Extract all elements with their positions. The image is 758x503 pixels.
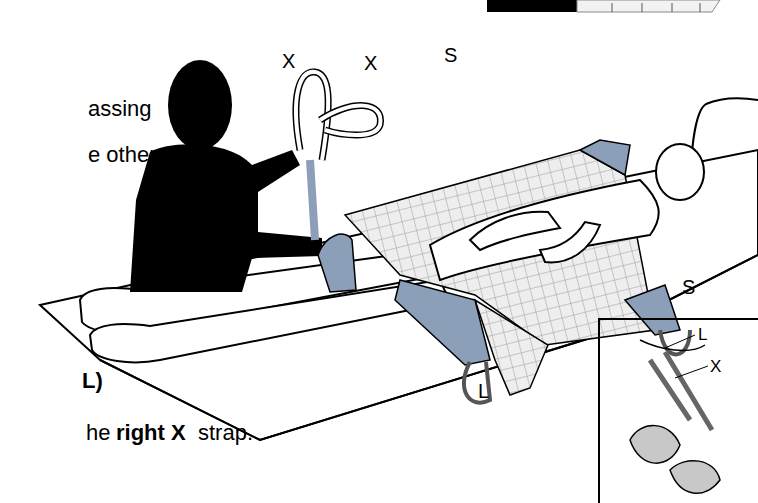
illustration-part [318,234,356,292]
illustration-part [90,280,450,362]
illustration-part [168,60,232,150]
patient-body [430,144,704,280]
illustration-part [612,3,700,12]
illustration-part [320,106,380,135]
instruction-text: L) [82,368,103,394]
instruction-text: e other. [88,142,161,168]
instruction-text: strap. [198,420,253,446]
illustration-part [430,180,659,280]
illustration-part [630,426,680,464]
bed [40,98,758,440]
leader-line [665,335,695,348]
illustration-part [310,160,315,240]
caregiver-silhouette [130,60,322,292]
strap-label: X [282,50,295,72]
illustration-part [577,0,720,12]
illustration-part [580,140,630,175]
inset-label: L [698,326,707,344]
inset-drawing [630,340,720,493]
sling [345,140,690,403]
illustration-part [487,0,577,12]
illustration-part [650,352,712,430]
illustration-part [395,280,490,365]
strap-label: X [364,52,377,74]
illustration-part [540,222,600,262]
instruction-text: assing [88,96,152,122]
illustration-part [656,144,704,200]
top-bar [487,0,720,12]
illustration-part [320,106,380,135]
strap-label: L [478,380,489,402]
instruction-text: he [86,420,110,446]
strap-label: S [444,44,457,66]
illustration-part [464,362,490,403]
inset-box: LX [598,318,758,503]
illustration-part [670,461,720,494]
leader-line [675,366,708,378]
illustration-part [625,285,680,335]
strap-loops [296,72,381,292]
strap-label: S [682,276,695,298]
instruction-text: right X [116,420,186,446]
illustration-part [470,212,560,250]
inset-label: X [710,358,721,376]
